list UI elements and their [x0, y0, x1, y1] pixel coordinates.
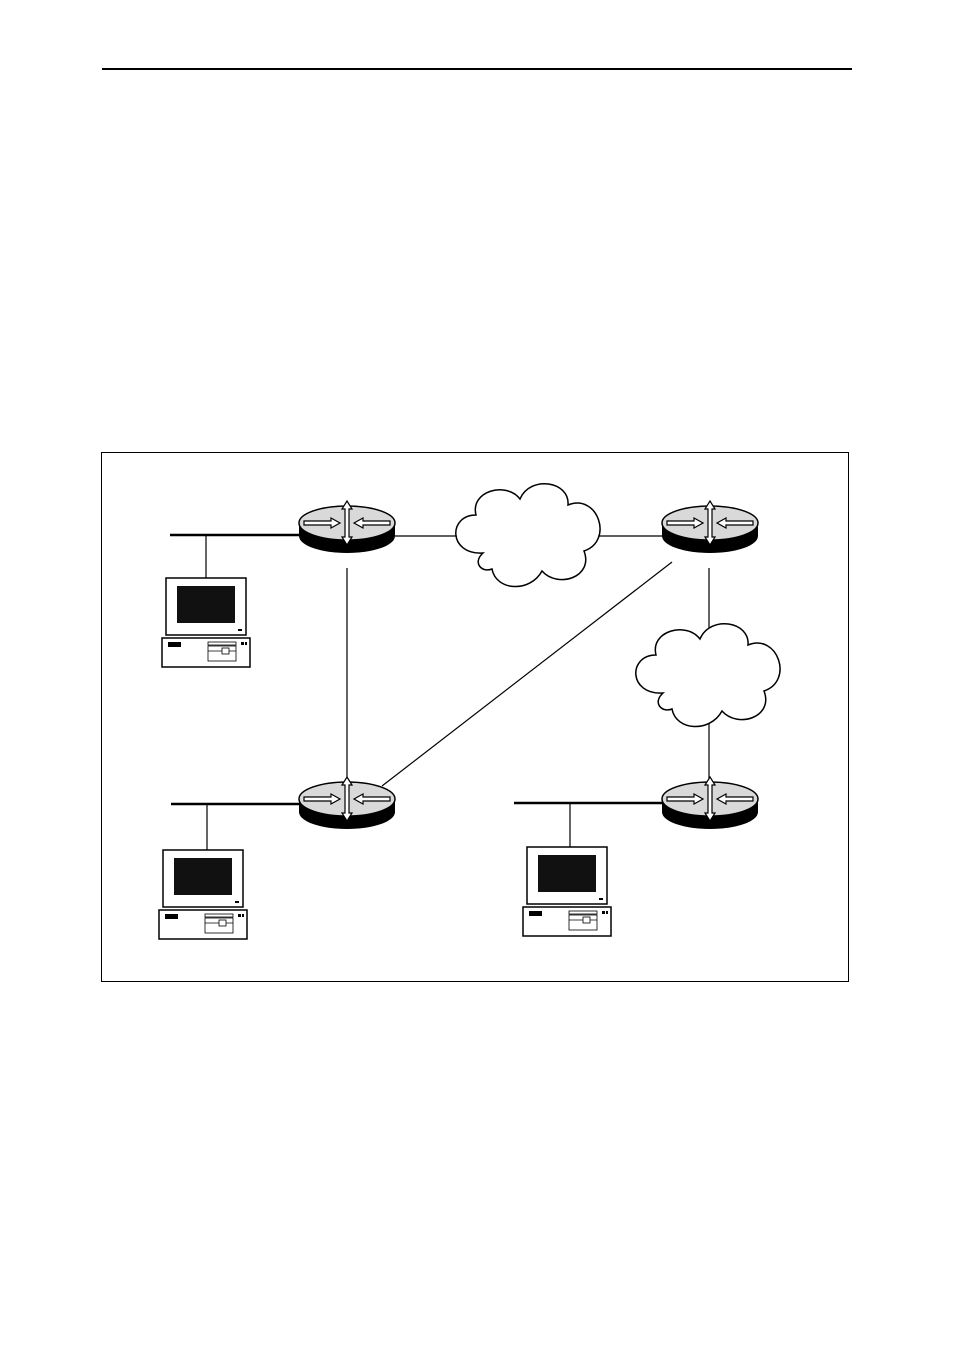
cloud-icon — [636, 624, 780, 727]
desktop-computer-icon — [523, 847, 611, 936]
cloud-icon — [456, 484, 600, 587]
desktop-computer-icon — [162, 578, 250, 667]
router-icon — [662, 777, 758, 829]
router-icon — [299, 501, 395, 553]
desktop-computer-icon — [159, 850, 247, 939]
router-icon — [299, 777, 395, 829]
router-icon — [662, 501, 758, 553]
link-diagonal — [382, 562, 672, 786]
